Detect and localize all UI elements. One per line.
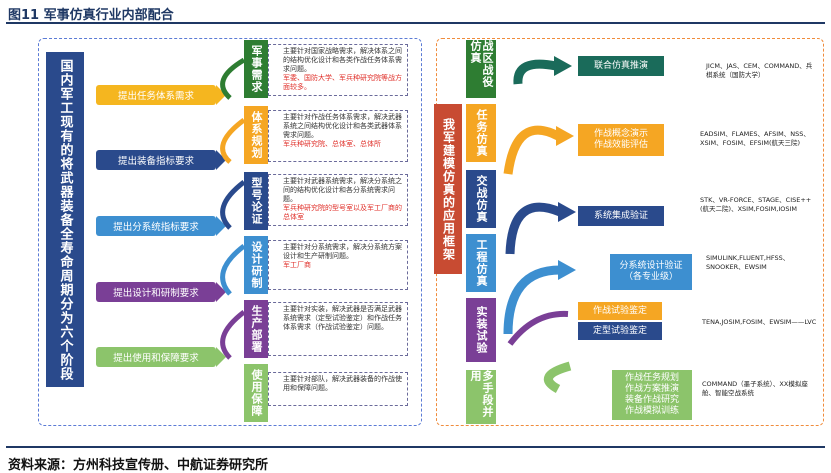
stage-system-planning: 体系规划 [244, 106, 268, 164]
curve-4 [220, 244, 246, 296]
stage-use-support: 使用保障 [244, 364, 268, 422]
big-arrow-2 [503, 125, 561, 175]
req-label: 提出装备指标要求 [96, 150, 216, 170]
stage-mission-sim: 任务仿真 [466, 104, 496, 162]
desc-box-4: 主要针对分系统需求，解决分系统方案设计和生产研制问题。 军工厂商 [268, 240, 408, 290]
curve-5 [220, 310, 246, 360]
arrowhead-icon [556, 126, 574, 146]
arrowhead-icon [558, 202, 576, 222]
figure-title: 图11 军事仿真行业内部配合 [8, 8, 174, 23]
tools-concept-demo: EADSIM、FLAMES、AFSIM、NSS、XSIM、FOSIM、EFSIM… [700, 130, 810, 147]
desc-text: 主要针对武器系统需求，解决分系统之间的结构优化设计和各分系统需求问题。 [283, 177, 402, 203]
big-arrow-6 [544, 361, 572, 393]
stage-engineering-sim: 工程仿真 [466, 234, 496, 292]
req-label: 提出设计和研制要求 [96, 282, 216, 302]
arrow-icon [216, 347, 226, 367]
req-arrow-1: 提出任务体系需求 [96, 85, 236, 105]
big-arrow-1 [513, 59, 557, 85]
tools-finalization-test: TENA,JOSIM,FOSIM、EWSIM——LVC [702, 318, 817, 326]
desc-box-6: 主要针对部队，解决武器装备的作战使用和保障问题。 [268, 372, 408, 406]
box-subsystem-design: 分系统设计验证（各专业级） [610, 254, 692, 290]
box-joint-sim: 联合仿真推演 [578, 56, 664, 76]
left-panel [38, 38, 422, 426]
req-arrow-3: 提出分系统指标要求 [96, 216, 236, 236]
desc-box-5: 主要针对实装，解决武器是否满足武器系统需求（定型试验鉴定）和作战任务体系需求（作… [268, 302, 408, 356]
desc-box-2: 主要针对作战任务体系需求，解决武器系统之间结构优化设计和各类武器体系需求问题。 … [268, 110, 408, 162]
desc-text: 主要针对作战任务体系需求，解决武器系统之间结构优化设计和各类武器体系需求问题。 [283, 113, 402, 139]
req-label: 提出任务体系需求 [96, 85, 216, 105]
desc-text: 主要针对国家战略需求，解决体系之间的结构优化设计和各类作战任务体系需求问题。 [283, 47, 402, 73]
arrow-icon [216, 216, 226, 236]
curve-3 [220, 180, 246, 230]
left-curves [220, 57, 246, 360]
curve-1 [220, 57, 246, 100]
box-operational-test: 作战试验鉴定 [578, 302, 662, 320]
stage-equipment-test: 实装试验 [466, 298, 496, 362]
arrow-icon [216, 85, 226, 105]
arrow-icon [216, 282, 226, 302]
arrowhead-icon [554, 56, 572, 76]
curve-2 [220, 117, 246, 164]
req-arrow-4: 提出设计和研制要求 [96, 282, 236, 302]
arrowhead-icon [558, 260, 576, 280]
req-label: 提出使用和保障要求 [96, 347, 216, 367]
stage-design-development: 设计研制 [244, 236, 268, 294]
lifecycle-label: 国内军工现有的将武器装备全寿命周期分为六个阶段 [46, 52, 84, 387]
tools-joint-sim: JICM、JAS、CEM、COMMAND、兵棋系统（国防大学） [706, 62, 813, 79]
header-rule [6, 22, 825, 24]
stage-production-deployment: 生产部署 [244, 300, 268, 358]
footer-rule [6, 446, 825, 448]
box-finalization-test: 定型试验鉴定 [578, 322, 662, 340]
figure-source: 资料来源：方州科技宣传册、中航证券研究所 [8, 458, 269, 473]
big-arrow-3 [505, 202, 562, 255]
desc-red-text: 军兵种研究院、总体室、总体所 [283, 140, 381, 148]
desc-box-1: 主要针对国家战略需求，解决体系之间的结构优化设计和各类作战任务体系需求问题。 军… [268, 44, 408, 96]
desc-red-text: 军工厂商 [283, 261, 311, 269]
tools-subsystem-design: SIMULINK,FLUENT,HFSS、SNOOKER、EWSIM [706, 254, 790, 271]
box-system-integration: 系统集成验证 [578, 206, 664, 226]
stage-military-demand: 军事需求 [244, 40, 268, 98]
desc-text: 主要针对实装，解决武器是否满足武器系统需求（定型试验鉴定）和作战任务体系需求（作… [283, 305, 402, 331]
box-mission-planning: 作战任务规划 作战方案推演 装备作战研究 作战模拟训练 [612, 370, 692, 420]
req-arrow-5: 提出使用和保障要求 [96, 347, 236, 367]
desc-box-3: 主要针对武器系统需求，解决分系统之间的结构优化设计和各分系统需求问题。 军兵种研… [268, 174, 408, 226]
big-arrow-4 [503, 265, 561, 335]
box-concept-demo: 作战概念演示 作战效能评估 [578, 124, 664, 156]
desc-red-text: 军兵种研究院的型号室以及军工厂商的总体室 [283, 204, 402, 221]
desc-red-text: 军委、国防大学、军兵种研究院等战方面较多。 [283, 74, 402, 91]
desc-text: 主要针对部队，解决武器装备的作战使用和保障问题。 [283, 375, 402, 392]
desc-text: 主要针对分系统需求，解决分系统方案设计和生产研制问题。 [283, 243, 402, 260]
tools-system-integration: STK、VR-FORCE、STAGE、CISE++(航天二院)、XSIM,FOS… [700, 196, 812, 213]
stage-multi-means: 多手段并用 [466, 370, 496, 424]
big-arrow-5 [507, 310, 569, 346]
stage-theater-campaign-sim: 战区战役仿真 [466, 40, 496, 98]
req-label: 提出分系统指标要求 [96, 216, 216, 236]
framework-label: 我军建模仿真的应用框架 [434, 104, 462, 274]
tools-mission-planning: COMMAND（墨子系统）、XX模拟座舱、智能空战系统 [702, 380, 808, 397]
req-arrow-2: 提出装备指标要求 [96, 150, 236, 170]
stage-engagement-sim: 交战仿真 [466, 170, 496, 228]
arrow-icon [216, 150, 226, 170]
right-curves [503, 56, 576, 393]
stage-model-demonstration: 型号论证 [244, 172, 268, 230]
